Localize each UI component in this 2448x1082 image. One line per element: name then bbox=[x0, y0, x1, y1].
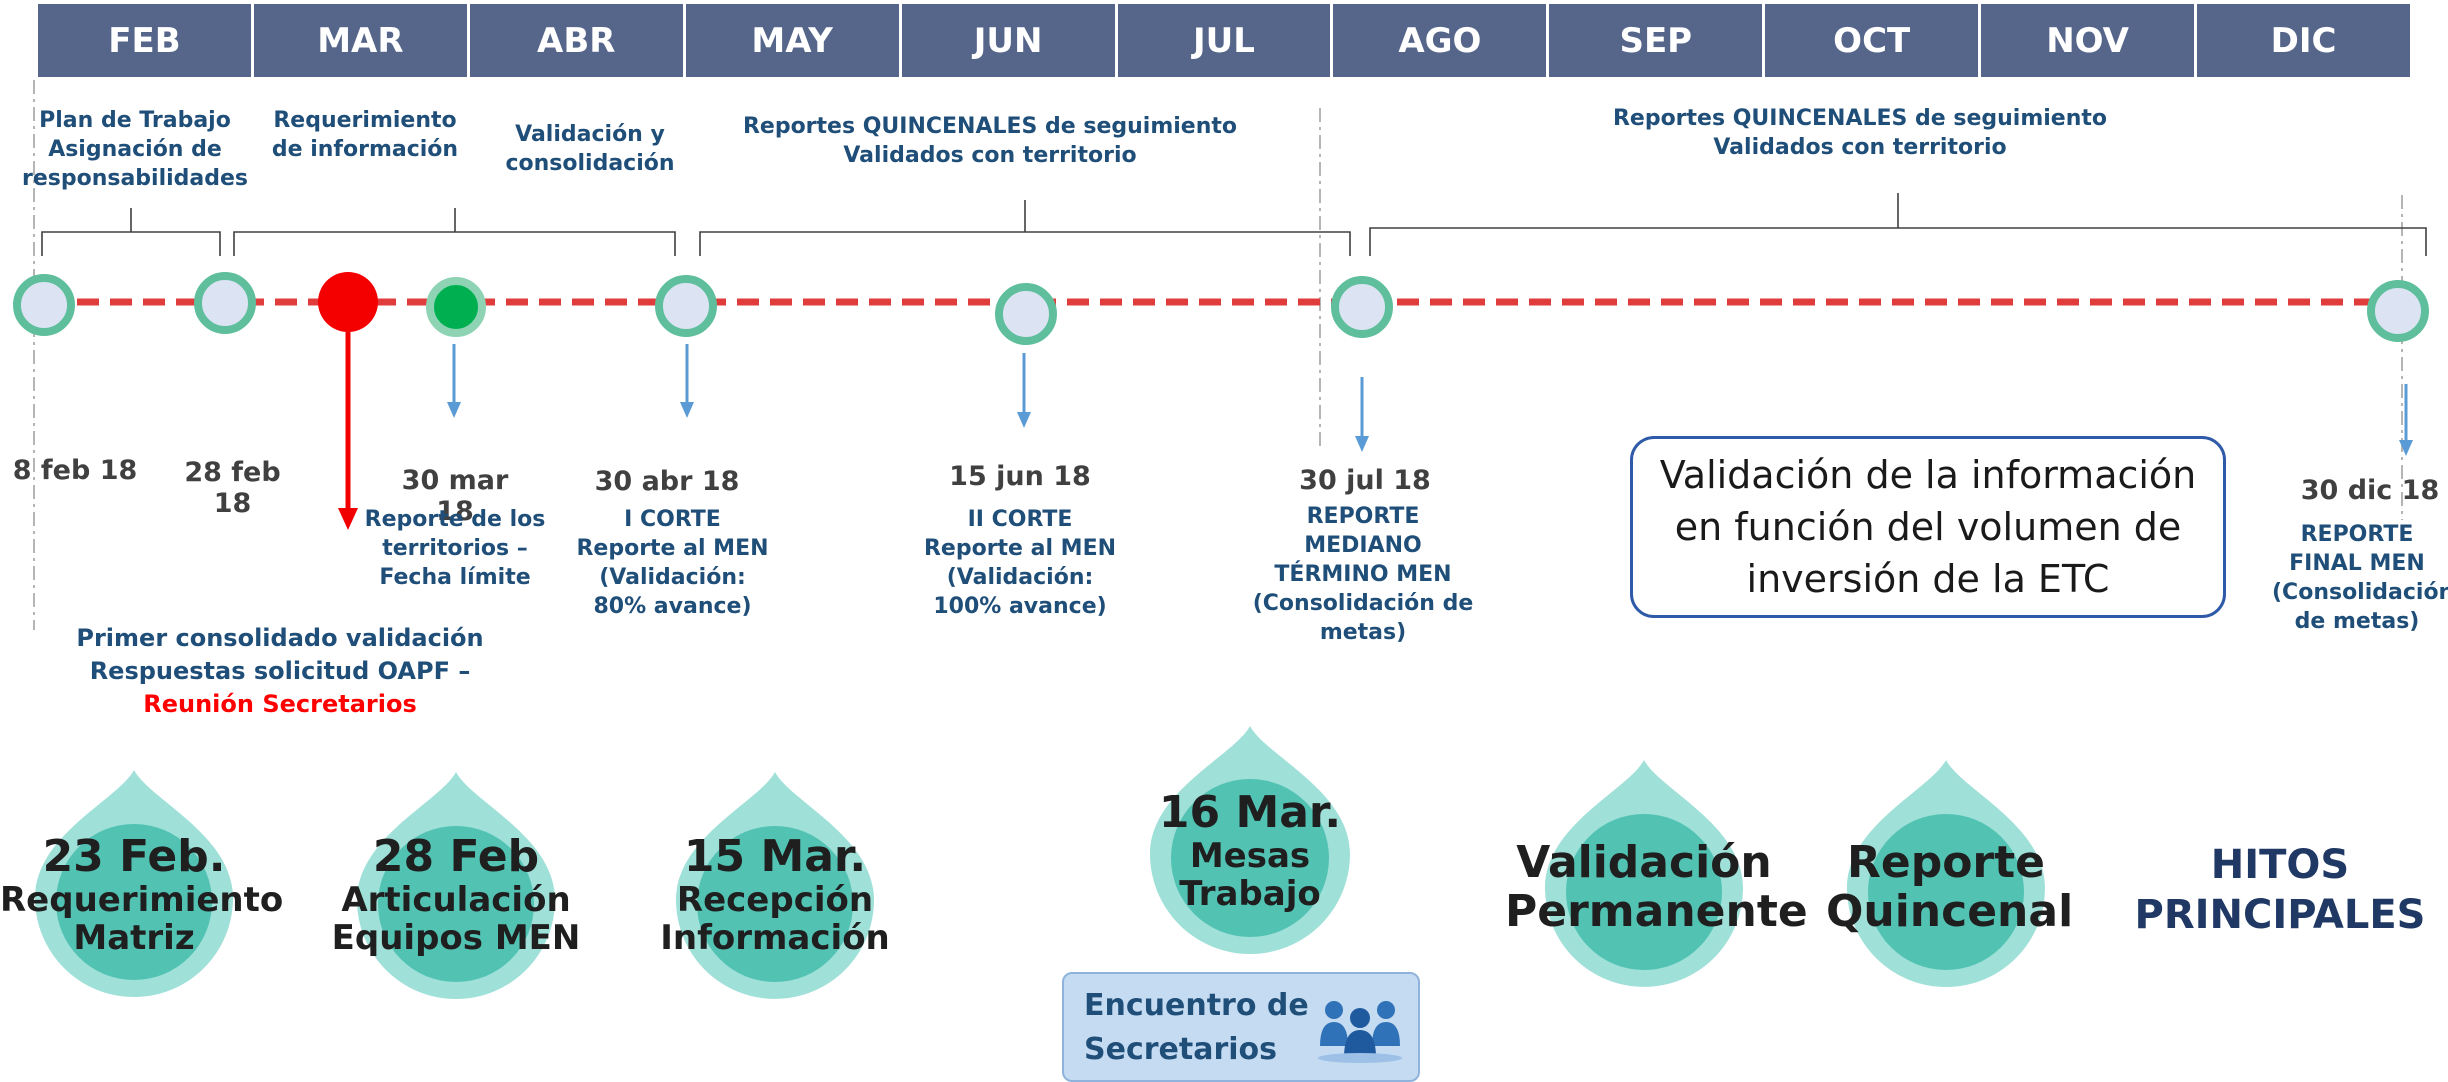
info-box-text: Validación de la información en función … bbox=[1659, 453, 2197, 601]
note-30abr: I CORTE Reporte al MEN (Validación: 80% … bbox=[576, 507, 769, 619]
month-dic: DIC bbox=[2197, 4, 2410, 77]
date-28feb: 28 feb 18 bbox=[184, 457, 281, 519]
node-red-marker bbox=[318, 272, 378, 332]
drop-2-title: 28 Feb bbox=[372, 831, 540, 882]
consolidado-line3: Reunión Secretarios bbox=[143, 690, 417, 718]
bracket-reportes-1 bbox=[699, 200, 1351, 256]
consolidado-block: Primer consolidado validación Respuestas… bbox=[70, 622, 490, 721]
drop-5-title: Validación bbox=[1516, 837, 1772, 888]
meeting-label: Encuentro de Secretarios bbox=[1084, 988, 1309, 1067]
note-15jun: II CORTE Reporte al MEN (Validación: 100… bbox=[923, 507, 1117, 619]
drop-5-line1: Permanente bbox=[1505, 886, 1808, 938]
label-plan-trabajo: Plan de Trabajo Asignación de responsabi… bbox=[21, 108, 249, 191]
date-30jul: 30 jul 18 bbox=[1299, 465, 1431, 496]
note-30dic: REPORTE FINAL MEN (Consolidación de meta… bbox=[2272, 522, 2448, 634]
drop-shapes bbox=[35, 726, 2045, 999]
drop-1-title: 23 Feb. bbox=[42, 831, 226, 882]
drop-2 bbox=[357, 772, 555, 999]
drop-4-line1: Mesas bbox=[1189, 836, 1311, 877]
drop-4 bbox=[1150, 726, 1350, 954]
bracket-requerimiento bbox=[233, 208, 676, 256]
people-group-icon bbox=[1318, 1001, 1402, 1063]
node-30abr bbox=[655, 275, 717, 337]
month-ago: AGO bbox=[1333, 4, 1550, 77]
drop-1-text: 23 Feb. Requerimiento Matriz bbox=[0, 831, 284, 959]
drop-6 bbox=[1847, 760, 2045, 987]
hitos-principales-title: HITOS PRINCIPALES bbox=[2134, 842, 2426, 938]
date-30abr: 30 abr 18 bbox=[594, 466, 740, 497]
label-validacion: Validación y consolidación bbox=[505, 122, 675, 176]
drop-3-text: 15 Mar. Recepción Información bbox=[660, 831, 890, 959]
drop-4-line2: Trabajo bbox=[1179, 874, 1321, 915]
drop-2-line1: Articulación bbox=[341, 880, 571, 921]
drop-6-text: Reporte Quincenal bbox=[1826, 837, 2074, 938]
label-requerimiento: Requerimiento de información bbox=[271, 108, 459, 162]
timeline-nodes bbox=[13, 272, 2429, 345]
node-28feb bbox=[194, 272, 256, 334]
month-nov: NOV bbox=[1981, 4, 2198, 77]
node-30jul bbox=[1331, 276, 1393, 338]
drop-3 bbox=[676, 772, 874, 999]
date-15jun: 15 jun 18 bbox=[949, 461, 1091, 492]
note-30mar: Reporte de los territorios – Fecha límit… bbox=[364, 507, 546, 590]
drop-3-title: 15 Mar. bbox=[683, 831, 867, 882]
month-abr: ABR bbox=[469, 4, 686, 77]
node-30dic bbox=[2367, 280, 2429, 342]
drop-2-line2: Equipos MEN bbox=[331, 918, 581, 959]
date-8feb: 8 feb 18 bbox=[12, 455, 138, 486]
drop-3-line2: Información bbox=[660, 918, 890, 959]
month-jul: JUL bbox=[1117, 4, 1334, 77]
drop-1-line2: Matriz bbox=[73, 918, 195, 959]
label-reportes-2: Reportes QUINCENALES de seguimiento Vali… bbox=[1612, 106, 2108, 160]
blue-arrows bbox=[447, 344, 2413, 456]
note-30jul: REPORTE MEDIANO TÉRMINO MEN (Consolidaci… bbox=[1252, 504, 1474, 645]
bracket-plan bbox=[41, 208, 221, 256]
bracket-reportes-2 bbox=[1369, 193, 2427, 256]
drop-6-title: Reporte bbox=[1846, 837, 2046, 888]
drop-5-text: Validación Permanente bbox=[1505, 837, 1808, 938]
month-may: MAY bbox=[685, 4, 902, 77]
date-30mar: 30 mar 18 bbox=[401, 465, 509, 527]
node-8feb bbox=[13, 274, 75, 336]
info-box-validacion: Validación de la información en función … bbox=[1630, 436, 2226, 618]
month-header: FEB MAR ABR MAY JUN JUL AGO SEP OCT NOV … bbox=[38, 4, 2410, 77]
month-feb: FEB bbox=[38, 4, 254, 77]
drop-5 bbox=[1545, 760, 1743, 987]
drop-4-text: 16 Mar. Mesas Trabajo bbox=[1140, 787, 1360, 915]
red-arrow-head bbox=[338, 508, 358, 530]
drop-2-text: 28 Feb Articulación Equipos MEN bbox=[326, 831, 586, 959]
drop-1-line1: Requerimiento bbox=[0, 880, 284, 921]
node-green-marker bbox=[426, 277, 486, 337]
node-15jun bbox=[995, 283, 1057, 345]
drop-6-line1: Quincenal bbox=[1826, 886, 2074, 938]
month-jun: JUN bbox=[901, 4, 1118, 77]
drop-4-title: 16 Mar. bbox=[1158, 787, 1342, 838]
drop-3-line1: Recepción bbox=[676, 880, 874, 921]
consolidado-line1: Primer consolidado validación bbox=[76, 624, 484, 652]
meeting-box: Encuentro de Secretarios bbox=[1062, 972, 1420, 1082]
month-oct: OCT bbox=[1765, 4, 1982, 77]
consolidado-line2: Respuestas solicitud OAPF – bbox=[89, 657, 471, 685]
date-30dic: 30 dic 18 bbox=[2300, 475, 2440, 506]
month-mar: MAR bbox=[253, 4, 470, 77]
drop-1 bbox=[35, 770, 233, 997]
month-sep: SEP bbox=[1549, 4, 1766, 77]
label-reportes-1: Reportes QUINCENALES de seguimiento Vali… bbox=[742, 114, 1238, 168]
